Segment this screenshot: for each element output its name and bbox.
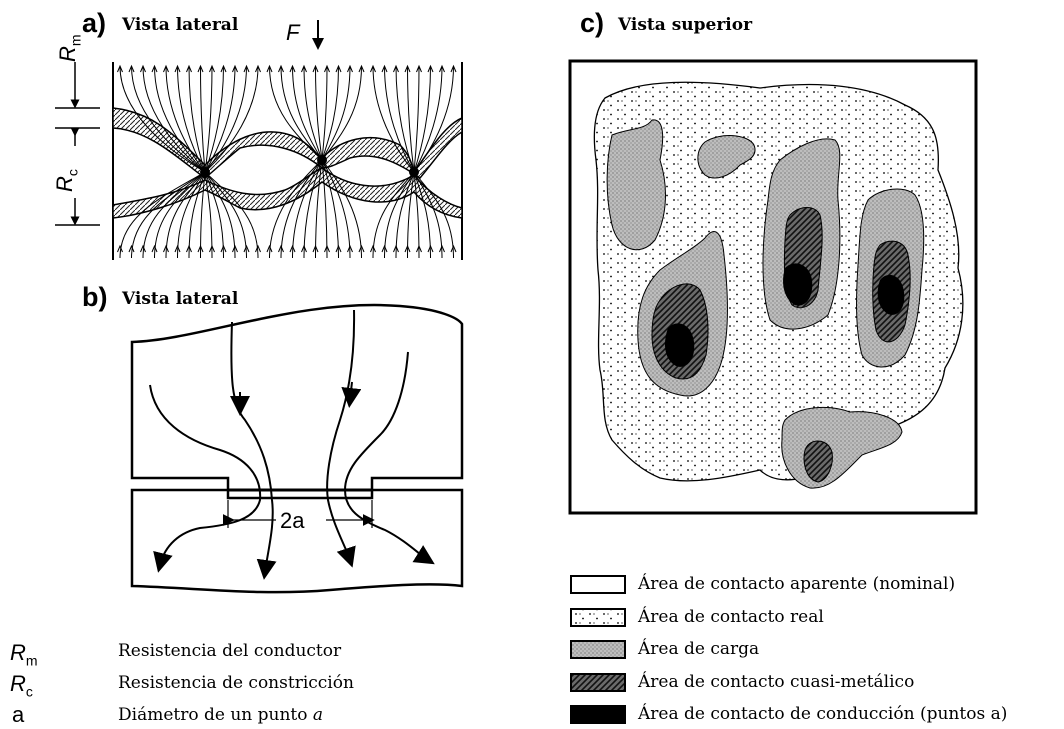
panel-a-drawing bbox=[55, 20, 462, 260]
flow-line bbox=[316, 66, 323, 160]
definition-rc: Resistencia de constricción bbox=[118, 673, 354, 693]
panel-c-title: Vista superior bbox=[618, 15, 752, 35]
upper-conductor bbox=[132, 305, 462, 490]
rc-label: Rc bbox=[52, 169, 80, 192]
panel-c-letter: c) bbox=[580, 8, 604, 39]
panel-c-drawing bbox=[570, 61, 976, 513]
flow-line bbox=[205, 66, 212, 172]
legend-item-quasi-metallic: Área de contacto cuasi-metálico bbox=[638, 672, 914, 692]
panel-a-letter: a) bbox=[82, 8, 106, 39]
legend-swatches bbox=[571, 576, 625, 723]
panel-a-title: Vista lateral bbox=[122, 15, 238, 35]
legend-item-load: Área de carga bbox=[638, 639, 759, 659]
flow-line bbox=[205, 66, 258, 172]
rm-label: Rm bbox=[55, 34, 83, 62]
legend-item-apparent: Área de contacto aparente (nominal) bbox=[638, 574, 955, 594]
symbol-rc: Rc bbox=[10, 671, 33, 699]
legend-item-conduction: Área de contacto de conducción (puntos a… bbox=[638, 704, 1007, 724]
panel-b-drawing bbox=[132, 305, 462, 592]
upper-body-surface bbox=[113, 108, 462, 178]
panel-b-title: Vista lateral bbox=[122, 289, 238, 309]
flow-line bbox=[414, 66, 419, 172]
dimension-label: 2a bbox=[280, 508, 304, 534]
definition-a: Diámetro de un punto a bbox=[118, 705, 323, 725]
symbol-a: a bbox=[12, 702, 24, 728]
lower-conductor bbox=[132, 490, 462, 592]
force-label: F bbox=[286, 20, 299, 46]
symbol-rm: Rm bbox=[10, 640, 38, 668]
legend-item-real: Área de contacto real bbox=[638, 607, 824, 627]
definition-rm: Resistencia del conductor bbox=[118, 641, 341, 661]
flow-line bbox=[322, 66, 339, 160]
panel-b-letter: b) bbox=[82, 282, 107, 313]
flow-line bbox=[201, 66, 206, 172]
